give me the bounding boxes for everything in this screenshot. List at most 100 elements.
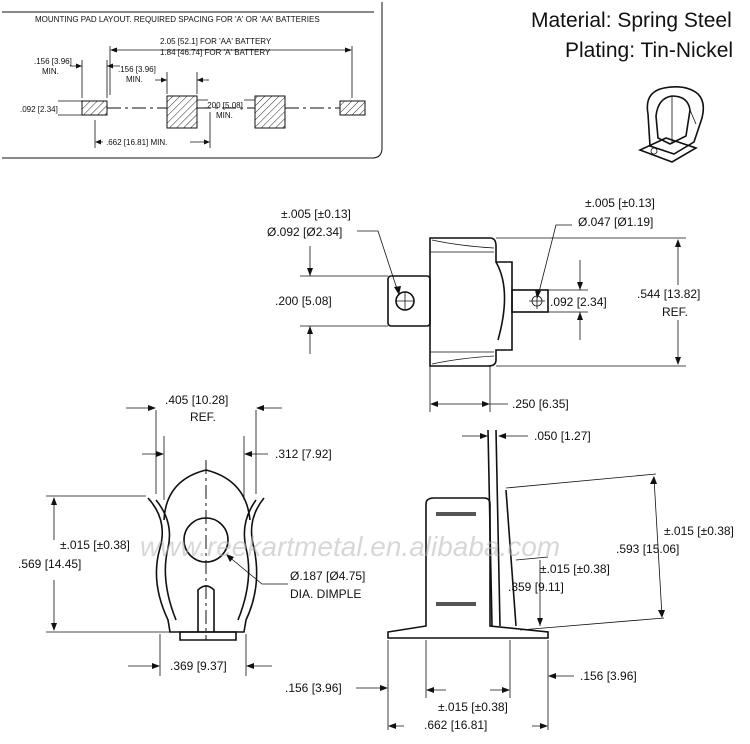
pad-inner-right (254, 95, 286, 129)
dim-arrow (675, 239, 681, 247)
side-foot-lines (356, 675, 574, 689)
dim-arrow (482, 401, 490, 407)
pad-arrow (161, 77, 167, 83)
side-contact (505, 489, 517, 627)
left-tab (387, 275, 431, 327)
side-offset-label: .312 [7.92] (275, 447, 332, 461)
dim-arrow (480, 433, 488, 439)
right-hole-dia: Ø.047 [Ø1.19] (578, 215, 653, 229)
panel-border (2, 2, 383, 159)
side-tol-top: ±.015 [±0.38] (664, 524, 734, 538)
dim-arrow (388, 723, 396, 729)
top-view-curve (495, 261, 506, 341)
dim-arrow (307, 326, 313, 334)
base-width-lines (128, 634, 272, 676)
body-width-lines (429, 366, 508, 412)
tab-height-label: .200 [5.08] (275, 294, 332, 308)
overall-height-label: .544 [13.82] (637, 287, 700, 301)
side-height-lines (505, 473, 665, 631)
right-hole-tol: ±.005 [±0.13] (585, 196, 655, 210)
dim-arrow (430, 401, 438, 407)
tab-height-lines (300, 246, 388, 354)
pad-arrow (204, 139, 210, 145)
pad-left (81, 100, 108, 116)
dim-arrow (502, 687, 510, 693)
right-pin (511, 289, 549, 313)
side-foot-ext (387, 640, 549, 730)
pad-dim-a: 1.84 [46.74] FOR 'A' BATTERY (160, 48, 271, 57)
overall-height-ref: REF. (662, 305, 688, 319)
top-view-contours (430, 239, 495, 365)
pad-inner-left (166, 95, 198, 129)
pad-inner-width-label: .156 [3.96] (118, 65, 156, 74)
dim-arrow (156, 451, 164, 457)
dim-arrow (51, 497, 57, 505)
pad-span-label: .662 [16.81] MIN. (106, 138, 167, 147)
dim-arrow (548, 673, 556, 679)
dim-arrow (244, 451, 252, 457)
dim-arrow (577, 282, 583, 290)
pad-extension-lines (81, 46, 353, 148)
foot-right-label: .156 [3.96] (580, 669, 637, 683)
overall-height-lines (496, 237, 686, 367)
pad-layout-panel: MOUNTING PAD LAYOUT. REQUIRED SPACING FO… (2, 2, 383, 159)
side-offset-lines (142, 436, 268, 500)
front-base (179, 631, 237, 641)
front-height-label: .569 [14.45] (18, 557, 81, 571)
pad-layout-title: MOUNTING PAD LAYOUT. REQUIRED SPACING FO… (35, 15, 320, 24)
bottom-tol-label: ±.015 [±0.38] (438, 700, 508, 714)
side-spring-tab (495, 429, 501, 627)
top-view-body (429, 237, 513, 367)
pad-height-label: .092 [2.34] (20, 105, 58, 114)
side-body (387, 497, 549, 639)
dim-arrow (380, 685, 388, 691)
mid-height-lines (515, 556, 549, 626)
left-hole-cross (396, 292, 414, 310)
side-tol-mid: ±.015 [±0.38] (540, 562, 610, 576)
base-width-label: .369 [9.37] (170, 659, 227, 673)
dim-arrow (152, 663, 160, 669)
side-span-label: .662 [16.81] (424, 718, 487, 732)
front-view: .405 [10.28] REF. .312 [7.92] ±.015 [±0.… (18, 393, 365, 676)
left-hole-leader (357, 230, 399, 293)
leader-arrow (394, 286, 401, 295)
side-rib-top (436, 512, 476, 516)
watermark: www.reekartmetal.en.alibaba.com (140, 531, 560, 562)
front-height-lines (46, 495, 176, 633)
top-width-label: .405 [10.28] (165, 393, 228, 407)
side-height-label: .593 [15.06] (616, 542, 679, 556)
pad-dim-aa: 2.05 [52.1] FOR 'AA' BATTERY (160, 37, 272, 46)
pad-width-min: MIN. (42, 67, 59, 76)
side-spring-tab-inner (487, 429, 493, 627)
dimple-leader (227, 555, 288, 585)
pad-arrow (110, 47, 117, 53)
plating-label: Plating: Tin-Nickel (565, 39, 733, 62)
thickness-label: .050 [1.27] (534, 429, 591, 443)
mid-height-label: .359 [9.11] (508, 580, 564, 594)
left-hole-tol: ±.005 [±0.13] (281, 207, 351, 221)
pad-width-label: .156 [3.96] (34, 57, 72, 66)
left-hole-dia: Ø.092 [Ø2.34] (267, 225, 342, 239)
body-width-label: .250 [6.35] (512, 397, 569, 411)
pad-inner-width-min: MIN. (126, 75, 143, 84)
pad-gap-label: .200 [5.08] (205, 101, 243, 110)
pad-height-line (58, 100, 82, 116)
dim-arrow (675, 357, 681, 365)
pad-gap-min: MIN. (216, 111, 233, 120)
pad-right (339, 100, 366, 116)
front-tol: ±.015 [±0.38] (60, 538, 130, 552)
dim-arrow (577, 312, 583, 320)
dim-arrow (426, 687, 434, 693)
pin-height-lines (548, 260, 588, 340)
leader-arrow (226, 554, 234, 562)
pin-height-label: .092 [2.34] (550, 295, 607, 309)
right-hole-leader (537, 224, 572, 297)
leader-arrow (535, 290, 541, 299)
pad-arrow (197, 77, 203, 83)
dim-arrow (246, 663, 254, 669)
dim-arrow (658, 610, 665, 618)
clip-illustration (637, 86, 705, 163)
pad-arrow (345, 47, 352, 53)
side-view: .050 [1.27] ±.015 [±0.38] .593 [15.06] ±… (285, 429, 734, 732)
